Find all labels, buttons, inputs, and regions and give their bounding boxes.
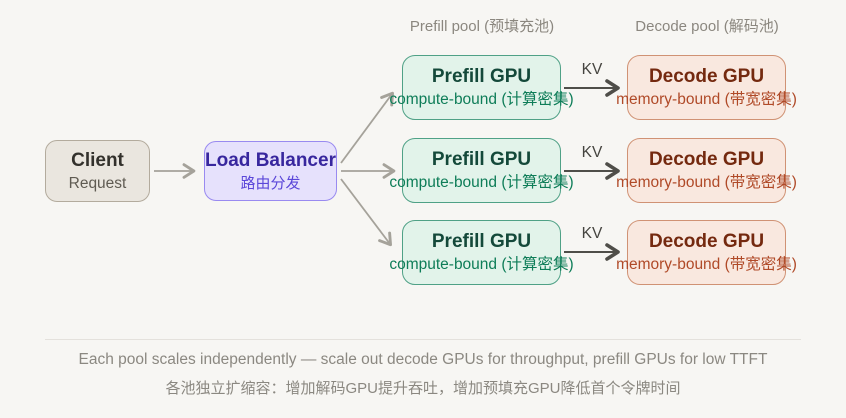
load-balancer-title: Load Balancer <box>205 149 336 171</box>
decode-gpu-title: Decode GPU <box>648 231 765 253</box>
load-balancer-node: Load Balancer 路由分发 <box>204 141 337 201</box>
prefill-gpu-subtitle: compute-bound (计算密集) <box>389 91 574 109</box>
kv-transfer-label-1: KV <box>581 61 603 78</box>
decode-gpu-subtitle: memory-bound (带宽密集) <box>616 174 797 192</box>
decode-gpu-node-3: Decode GPU memory-bound (带宽密集) <box>616 220 797 285</box>
footer-caption-zh: 各池独立扩缩容：增加解码GPU提升吞吐，增加预填充GPU降低首个令牌时间 <box>165 380 681 397</box>
decode-gpu-subtitle: memory-bound (带宽密集) <box>616 91 797 109</box>
decode-pool-header: Decode pool (解码池) <box>635 18 779 35</box>
client-node: Client Request <box>45 140 150 202</box>
decode-gpu-subtitle: memory-bound (带宽密集) <box>616 256 797 274</box>
footer-divider <box>45 339 801 340</box>
prefill-pool-header: Prefill pool (预填充池) <box>409 18 555 35</box>
prefill-gpu-title: Prefill GPU <box>431 149 532 171</box>
kv-transfer-label-2: KV <box>581 144 603 161</box>
prefill-gpu-title: Prefill GPU <box>431 66 532 88</box>
prefill-gpu-subtitle: compute-bound (计算密集) <box>389 256 574 274</box>
prefill-gpu-node-1: Prefill GPU compute-bound (计算密集) <box>389 55 574 120</box>
client-subtitle: Request <box>68 174 127 192</box>
decode-gpu-title: Decode GPU <box>648 149 765 171</box>
prefill-gpu-subtitle: compute-bound (计算密集) <box>389 174 574 192</box>
prefill-gpu-node-2: Prefill GPU compute-bound (计算密集) <box>389 138 574 203</box>
prefill-gpu-title: Prefill GPU <box>431 231 532 253</box>
footer-caption-en: Each pool scales independently — scale o… <box>78 351 768 368</box>
decode-gpu-node-1: Decode GPU memory-bound (带宽密集) <box>616 55 797 120</box>
kv-transfer-label-3: KV <box>581 225 603 242</box>
prefill-gpu-node-3: Prefill GPU compute-bound (计算密集) <box>389 220 574 285</box>
decode-gpu-title: Decode GPU <box>648 66 765 88</box>
client-title: Client <box>71 149 124 171</box>
load-balancer-subtitle: 路由分发 <box>240 174 301 192</box>
decode-gpu-node-2: Decode GPU memory-bound (带宽密集) <box>616 138 797 203</box>
